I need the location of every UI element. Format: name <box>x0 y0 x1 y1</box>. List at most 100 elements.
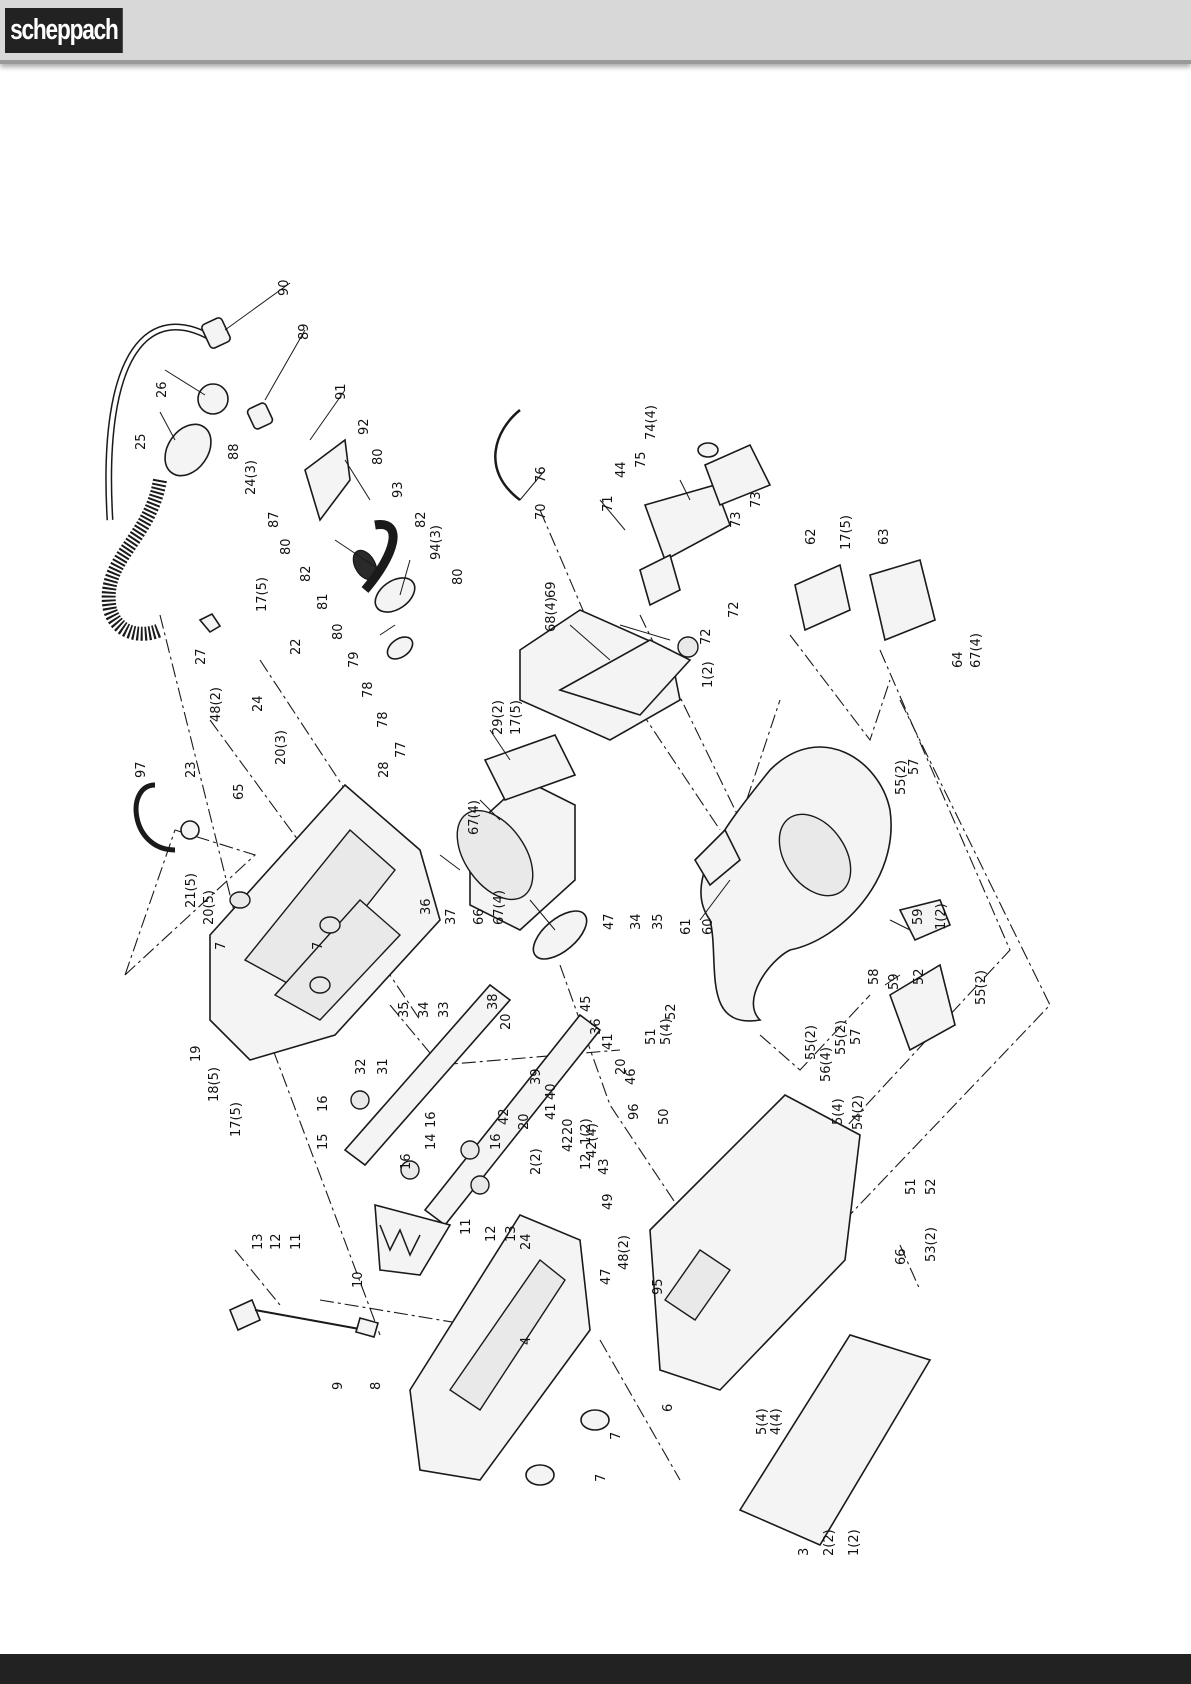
label-58: 56(4) <box>819 1047 834 1082</box>
label-40: 42 <box>561 1135 576 1152</box>
label-64: 61 <box>679 918 694 935</box>
label-68: 65 <box>232 783 247 800</box>
label-103: 97 <box>134 761 149 778</box>
upper-arm-housing <box>209 783 441 1061</box>
brand-logo: scheppach <box>5 8 123 53</box>
label-99: 93 <box>391 481 406 498</box>
label-89: 79 <box>347 651 362 668</box>
label-25: 25 <box>134 433 149 450</box>
label-8: 8 <box>369 1382 384 1390</box>
label-75: 71 <box>601 495 616 512</box>
label-57d: 55(2) <box>834 1020 849 1055</box>
label-93: 87 <box>267 511 282 528</box>
label-20b: 20 <box>614 1058 629 1075</box>
work-table <box>693 746 952 1022</box>
label-20(3): 20(3) <box>274 730 289 765</box>
side-panel <box>738 1334 932 1547</box>
label-2(2): 2(2) <box>822 1529 837 1556</box>
label-63: 60 <box>701 918 716 935</box>
label-12b: 12 <box>269 1233 284 1250</box>
label-101: 95 <box>651 1278 666 1295</box>
label-57: 55(2) <box>894 760 909 795</box>
leader-lines <box>159 282 911 986</box>
lower-arms <box>343 983 602 1227</box>
label-94(3): 88 <box>227 443 242 460</box>
label-71: 67(4) <box>467 800 482 835</box>
label-51: 51 <box>644 1028 659 1045</box>
label-69: 66 <box>472 908 487 925</box>
label-98: 92 <box>357 418 372 435</box>
label-73: 69 <box>544 581 559 598</box>
label-91: 81 <box>316 593 331 610</box>
label-26: 26 <box>155 381 170 398</box>
label-81: 75 <box>634 451 649 468</box>
label-50: 50 <box>657 1108 672 1125</box>
label-7c: 7 <box>609 1432 624 1440</box>
label-57c: 55(2) <box>804 1025 819 1060</box>
label-21(5): 21(5) <box>184 873 199 908</box>
label-61: 59 <box>887 973 902 990</box>
blade-guard <box>374 1203 452 1276</box>
label-24(3): 24(3) <box>244 460 259 495</box>
label-45: 47 <box>602 913 617 930</box>
label-72: 68(4) <box>544 597 559 632</box>
label-19: 19 <box>189 1045 204 1062</box>
label-95: 89 <box>297 323 312 340</box>
label-59b: 57 <box>849 1028 864 1045</box>
label-67(4): 64 <box>951 651 966 668</box>
label-49: 49 <box>601 1193 616 1210</box>
label-53(2): 53(2) <box>924 1227 939 1262</box>
label-39b: 41 <box>544 1103 559 1120</box>
lower-arm-housing <box>409 1214 610 1486</box>
label-27: 27 <box>194 648 209 665</box>
label-11b: 11 <box>459 1218 474 1235</box>
label-7b: 7 <box>311 942 326 950</box>
label-47: 48(2) <box>617 1235 632 1270</box>
label-10: 10 <box>351 1271 366 1288</box>
label-24: 24 <box>251 695 266 712</box>
label-33b: 35 <box>651 913 666 930</box>
label-92b: 82 <box>299 565 314 582</box>
label-5: 5(4) <box>659 1018 674 1045</box>
label-12c: 12 <box>484 1225 499 1242</box>
label-87: 77 <box>394 741 409 758</box>
label-20d: 20 <box>517 1113 532 1130</box>
label-11: 11 <box>289 1233 304 1250</box>
label-88b: 78 <box>376 711 391 728</box>
label-18(5): 18(5) <box>207 1067 222 1102</box>
label-31: 33 <box>437 1001 452 1018</box>
label-17(2): 17(5) <box>255 577 270 612</box>
label-22: 22 <box>289 638 304 655</box>
label-65: 62 <box>804 528 819 545</box>
flex-hose-assembly <box>101 317 274 641</box>
label-34b: 36 <box>589 1018 604 1035</box>
label-78: 73 <box>729 511 744 528</box>
label-54(2): 51 <box>904 1178 919 1195</box>
label-100: 94(3) <box>429 525 444 560</box>
label-32c: 34 <box>629 913 644 930</box>
label-40b: 42 <box>497 1108 512 1125</box>
label-20c: 20 <box>561 1118 576 1135</box>
drive-cord <box>228 1298 379 1338</box>
label-9: 9 <box>331 1382 346 1390</box>
switch-housing <box>494 409 772 741</box>
label-34: 36 <box>419 898 434 915</box>
pulley-belt <box>304 438 416 660</box>
label-5(4): 5(4) <box>831 1098 846 1125</box>
label-32: 29(2) <box>491 700 506 735</box>
exploded-parts-diagram: 90 89 26 91 25 88 24(3) 92 80 93 87 82 8… <box>0 64 1191 1654</box>
label-90d: 80 <box>331 623 346 640</box>
label-20(5): 20(5) <box>202 890 217 925</box>
label-23: 23 <box>184 761 199 778</box>
label-77: 72 <box>699 628 714 645</box>
label-97: 91 <box>334 383 349 400</box>
label-56(4): 54(2) <box>851 1095 866 1130</box>
footer-bar <box>0 1654 1191 1684</box>
label-17(2)b: 17(5) <box>839 515 854 550</box>
diagram-canvas: 90 89 26 91 25 88 24(3) 92 80 93 87 82 8… <box>101 279 1051 1556</box>
label-90: 80 <box>371 448 386 465</box>
label-48(2): 48(2) <box>209 687 224 722</box>
label-44: 46 <box>624 1068 639 1085</box>
label-16d: 16 <box>399 1153 414 1170</box>
label-12: 12 <box>579 1153 594 1170</box>
